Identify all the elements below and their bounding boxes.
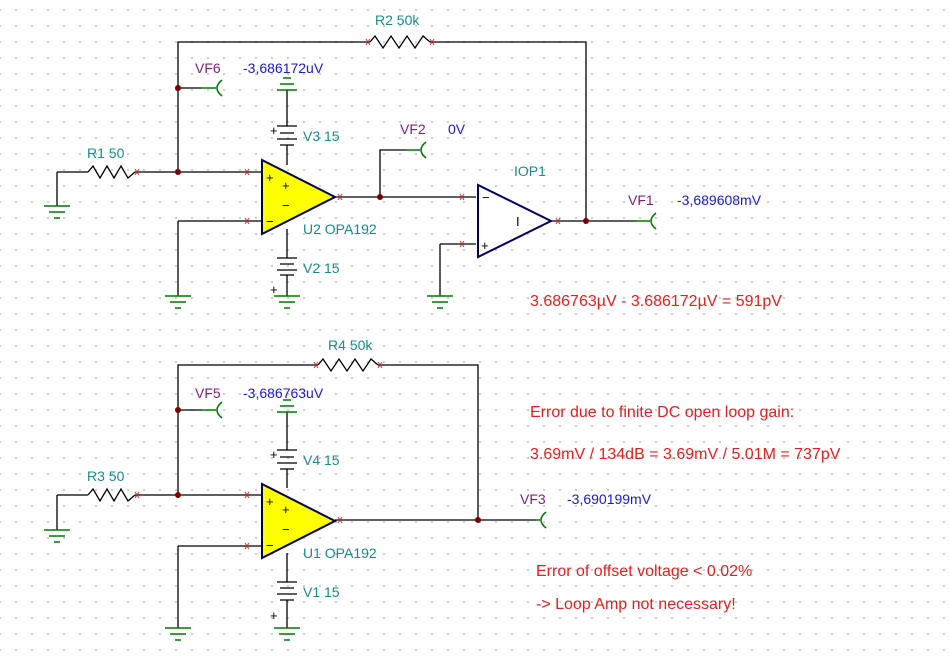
pin-marks — [134, 38, 561, 248]
wire — [177, 41, 587, 221]
probe-vf5[interactable] — [202, 401, 223, 419]
junction-dot — [377, 194, 383, 200]
wire — [379, 149, 406, 197]
note-gain-calc: 3.69mV / 134dB = 3.69mV / 5.01M = 737pV — [530, 446, 841, 463]
vf6-value: -3,686172uV — [243, 60, 324, 76]
r2-label: R2 50k — [375, 12, 420, 28]
battery-v3[interactable]: + — [270, 123, 297, 146]
u1-label: U1 OPA192 — [303, 545, 377, 561]
vf6-label: VF6 — [195, 60, 221, 76]
r3-label: R3 50 — [87, 468, 125, 484]
vf1-label: VF1 — [628, 192, 654, 208]
svg-text:+: + — [270, 608, 278, 623]
note-difference: 3.686763µV - 3.686172µV = 591pV — [530, 293, 782, 310]
resistor-r3[interactable] — [87, 487, 136, 503]
note-gain-title: Error due to finite DC open loop gain: — [530, 404, 794, 421]
vf2-value: 0V — [448, 121, 466, 137]
ground-symbol — [274, 295, 300, 309]
svg-text:+: + — [270, 447, 278, 462]
v2-label: V2 15 — [303, 260, 340, 276]
ground-symbol — [44, 495, 70, 543]
junction-dot — [583, 218, 589, 224]
probe-vf1[interactable] — [636, 212, 657, 230]
r1-label: R1 50 — [87, 145, 125, 161]
wire — [439, 243, 476, 296]
ground-symbol — [277, 399, 297, 413]
probe-vf6[interactable] — [202, 79, 223, 97]
opamp-minus-pin: − — [282, 522, 290, 537]
note-offset: Error of offset voltage < 0.02% — [536, 563, 752, 580]
note-loop-amp: -> Loop Amp not necessary! — [536, 596, 736, 613]
iop1-label: IOP1 — [514, 163, 546, 179]
ground-symbol — [274, 627, 300, 641]
pin-marks — [134, 361, 383, 550]
ground-symbol — [165, 627, 191, 641]
opamp-u1[interactable]: + − + − — [261, 482, 338, 560]
probe-vf2[interactable] — [406, 141, 427, 159]
vf5-label: VF5 — [195, 385, 221, 401]
opamp-minus-pin: − — [266, 214, 274, 229]
wire — [177, 220, 262, 296]
svg-text:+: + — [270, 282, 278, 297]
wire — [177, 545, 262, 628]
vf1-value: -3,689608mV — [677, 192, 762, 208]
top-circuit: R1 50 R2 50k + V3 15 — [44, 12, 762, 309]
r4-label: R4 50k — [328, 337, 373, 353]
u2-label: U2 OPA192 — [303, 221, 377, 237]
opamp-plus-pin: + — [282, 178, 290, 193]
vf2-label: VF2 — [400, 121, 426, 137]
vf5-value: -3,686763uV — [243, 385, 324, 401]
battery-v4[interactable]: + — [270, 447, 297, 470]
v3-label: V3 15 — [303, 128, 340, 144]
iop1-symbol: I — [516, 214, 520, 229]
opamp-u2[interactable]: + − + − — [261, 158, 338, 236]
v4-label: V4 15 — [303, 452, 340, 468]
opamp-plus-pin: + — [282, 502, 290, 517]
vf3-label: VF3 — [520, 491, 546, 507]
junction-dot — [175, 169, 181, 175]
wire — [177, 364, 479, 520]
ground-symbol — [44, 172, 70, 219]
resistor-r1[interactable] — [87, 164, 136, 180]
iop1-minus-pin: − — [482, 190, 490, 205]
junction-dot — [175, 492, 181, 498]
junction-dot — [475, 517, 481, 523]
junction-dot — [175, 85, 181, 91]
opamp-plus-pin: + — [266, 170, 274, 185]
battery-v2[interactable]: + — [270, 257, 297, 297]
ground-symbol — [427, 295, 453, 309]
ground-symbol — [277, 77, 297, 91]
v1-label: V1 15 — [303, 584, 340, 600]
bottom-circuit: R3 50 R4 50k + V4 15 + V1 15 + — [44, 337, 652, 641]
battery-v1[interactable]: + — [270, 581, 297, 623]
opamp-minus-pin: − — [266, 538, 274, 553]
resistor-r2[interactable] — [369, 34, 431, 50]
junction-dot — [175, 407, 181, 413]
opamp-plus-pin: + — [266, 494, 274, 509]
probe-vf3[interactable] — [536, 511, 547, 529]
vf3-value: -3,690199mV — [567, 491, 652, 507]
iop1-plus-pin: + — [481, 238, 489, 253]
ideal-opamp-iop1[interactable]: − + I — [477, 183, 554, 259]
resistor-r4[interactable] — [317, 357, 379, 373]
svg-text:+: + — [270, 123, 278, 138]
opamp-minus-pin: − — [282, 198, 290, 213]
ground-symbol — [165, 295, 191, 309]
